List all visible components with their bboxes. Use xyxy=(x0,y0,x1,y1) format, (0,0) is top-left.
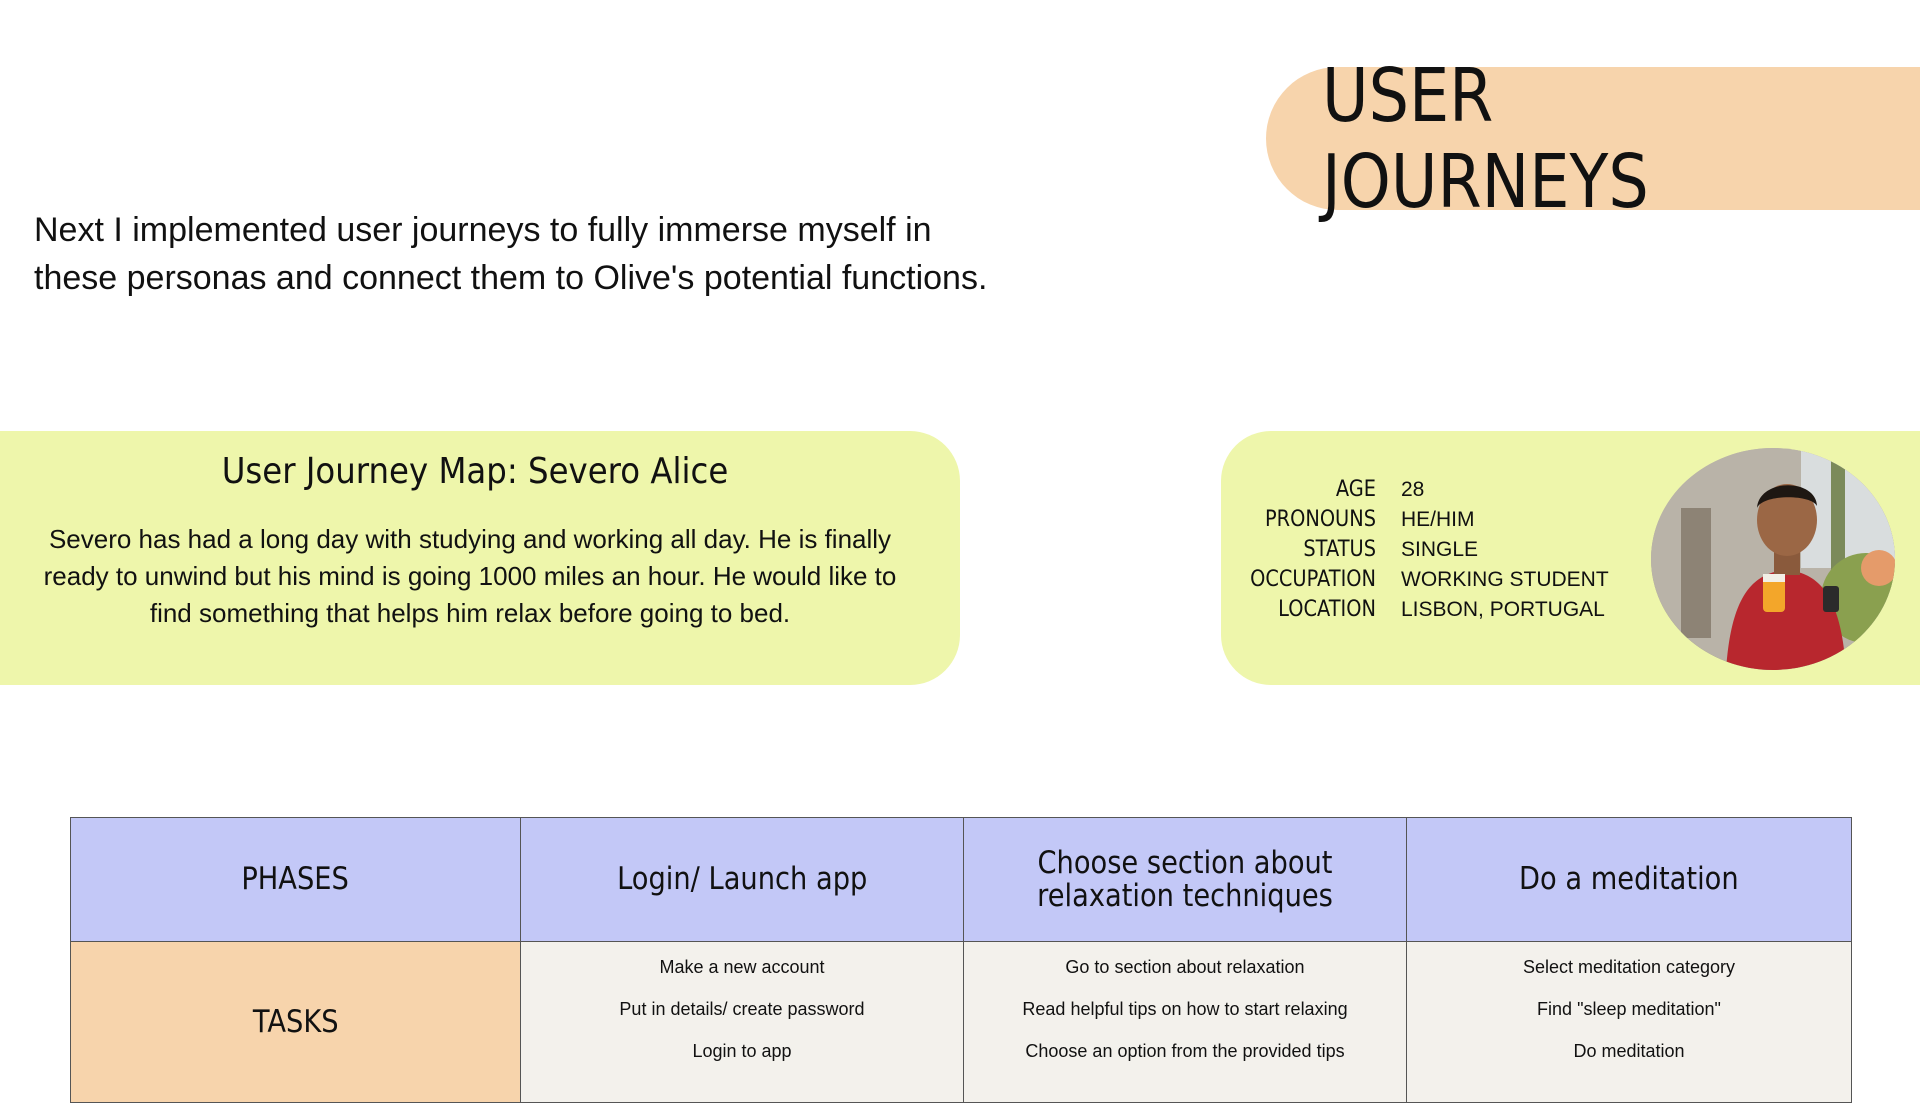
persona-value-occupation: WORKING STUDENT xyxy=(1401,568,1609,591)
persona-labels: AGE PRONOUNS STATUS OCCUPATION LOCATION xyxy=(1240,475,1376,625)
phase-relaxation: Choose section about relaxation techniqu… xyxy=(963,817,1407,942)
task-item: Do meditation xyxy=(1573,1041,1685,1061)
tasks-relaxation: Go to section about relaxation Read help… xyxy=(963,941,1407,1103)
persona-label-occupation: OCCUPATION xyxy=(1250,567,1376,592)
journey-map-card: User Journey Map: Severo Alice Severo ha… xyxy=(0,431,960,685)
journey-map-description: Severo has had a long day with studying … xyxy=(43,524,897,628)
intro-text: Next I implemented user journeys to full… xyxy=(34,206,1094,302)
journey-table: PHASES Login/ Launch app Choose section … xyxy=(70,817,1852,1103)
task-item: Read helpful tips on how to start relaxi… xyxy=(1022,999,1348,1019)
task-item: Login to app xyxy=(692,1041,792,1061)
persona-photo-illustration xyxy=(1651,448,1895,670)
persona-photo xyxy=(1651,448,1895,670)
task-item: Make a new account xyxy=(659,957,825,977)
tasks-login: Make a new account Put in details/ creat… xyxy=(520,941,964,1103)
task-item: Put in details/ create password xyxy=(619,999,865,1019)
intro-line-1: Next I implemented user journeys to full… xyxy=(34,211,932,249)
persona-label-status: STATUS xyxy=(1303,537,1376,562)
persona-label-location: LOCATION xyxy=(1278,597,1376,622)
persona-value-location: LISBON, PORTUGAL xyxy=(1401,598,1605,621)
phases-label: PHASES xyxy=(70,817,521,942)
persona-card: AGE PRONOUNS STATUS OCCUPATION LOCATION … xyxy=(1221,431,1920,685)
task-item: Choose an option from the provided tips xyxy=(1025,1041,1345,1061)
task-item: Go to section about relaxation xyxy=(1065,957,1305,977)
task-item: Select meditation category xyxy=(1522,957,1736,977)
persona-value-age: 28 xyxy=(1401,478,1425,501)
task-item: Find "sleep meditation" xyxy=(1537,999,1721,1019)
tasks-label: TASKS xyxy=(70,941,521,1103)
phase-meditation: Do a meditation xyxy=(1406,817,1852,942)
phase-login: Login/ Launch app xyxy=(520,817,964,942)
persona-label-age: AGE xyxy=(1335,477,1376,502)
persona-value-status: SINGLE xyxy=(1401,538,1479,561)
persona-values: 28 HE/HIM SINGLE WORKING STUDENT LISBON,… xyxy=(1401,475,1631,625)
phases-row: PHASES Login/ Launch app Choose section … xyxy=(70,817,1852,942)
persona-label-pronouns: PRONOUNS xyxy=(1264,507,1376,532)
intro-line-2: these personas and connect them to Olive… xyxy=(34,259,988,297)
tasks-meditation: Select meditation category Find "sleep m… xyxy=(1406,941,1852,1103)
tasks-row: TASKS Make a new account Put in details/… xyxy=(70,941,1852,1103)
journey-map-title: User Journey Map: Severo Alice xyxy=(221,451,729,492)
title-banner: USER JOURNEYS xyxy=(1266,53,1920,225)
persona-value-pronouns: HE/HIM xyxy=(1401,508,1475,531)
page-title: USER JOURNEYS xyxy=(1322,52,1649,225)
